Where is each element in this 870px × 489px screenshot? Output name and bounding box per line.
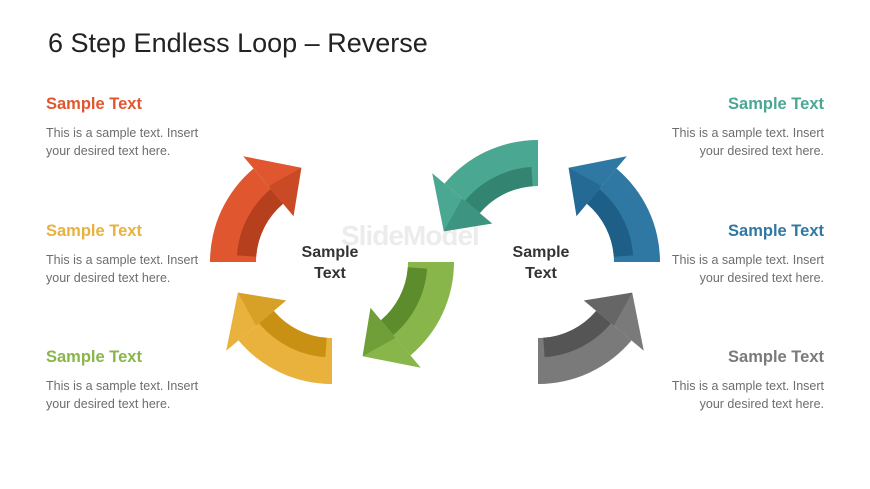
loop-arrow-6-body (538, 310, 632, 385)
step-heading-2: Sample Text (46, 222, 142, 240)
loop-arrow-3-shade (380, 267, 428, 335)
center-label-left: Sample Text (275, 242, 385, 284)
loop-arrow-3-body (380, 262, 454, 356)
step-heading-6: Sample Text (728, 348, 824, 366)
step-text-1: This is a sample text. Insert your desir… (46, 126, 199, 158)
loop-arrow-2-shade (259, 310, 327, 358)
loop-arrow-4-shade (465, 166, 533, 214)
loop-arrow-5-body (586, 168, 660, 262)
center-label-left-text: Sample Text (301, 244, 359, 282)
loop-arrow-1-shade (236, 189, 284, 257)
loop-arrow-2-body (238, 310, 332, 384)
loop-arrow-4 (432, 140, 538, 232)
loop-arrow-1-body (210, 168, 284, 262)
loop-arrow-4-body (444, 140, 538, 214)
step-block-3: Sample Text This is a sample text. Inser… (46, 347, 206, 413)
step-text-3: This is a sample text. Insert your desir… (46, 379, 199, 411)
loop-arrow-5-head-shade (568, 167, 602, 217)
step-text-6: This is a sample text. Insert your desir… (671, 379, 824, 411)
step-block-4: Sample Text This is a sample text. Inser… (664, 94, 824, 160)
loop-arrow-5 (568, 156, 660, 262)
step-heading-5: Sample Text (728, 222, 824, 240)
loop-arrow-1 (210, 156, 302, 262)
step-block-1: Sample Text This is a sample text. Inser… (46, 94, 206, 160)
loop-arrow-4-head-shade (443, 198, 493, 232)
loop-arrow-3-head-shade (362, 307, 396, 357)
step-block-2: Sample Text This is a sample text. Inser… (46, 221, 206, 287)
loop-arrow-2 (226, 292, 332, 384)
step-text-4: This is a sample text. Insert your desir… (671, 126, 824, 158)
step-text-5: This is a sample text. Insert your desir… (671, 253, 824, 285)
loop-arrow-3 (362, 262, 454, 368)
step-text-2: This is a sample text. Insert your desir… (46, 253, 199, 285)
step-heading-1: Sample Text (46, 95, 142, 113)
loop-arrow-6-shade (543, 310, 611, 358)
center-label-right-text: Sample Text (512, 244, 570, 282)
loop-arrow-5-shade (586, 189, 634, 257)
loop-arrow-6 (538, 292, 644, 385)
step-block-6: Sample Text This is a sample text. Inser… (664, 347, 824, 413)
step-block-5: Sample Text This is a sample text. Inser… (664, 221, 824, 287)
loop-arrow-6-head-shade (583, 292, 633, 326)
step-heading-3: Sample Text (46, 348, 142, 366)
loop-arrow-2-head-shade (237, 292, 287, 326)
page-title: 6 Step Endless Loop – Reverse (48, 28, 428, 58)
loop-arrow-1-head-shade (268, 167, 302, 217)
step-heading-4: Sample Text (728, 95, 824, 113)
center-label-right: Sample Text (486, 242, 596, 284)
